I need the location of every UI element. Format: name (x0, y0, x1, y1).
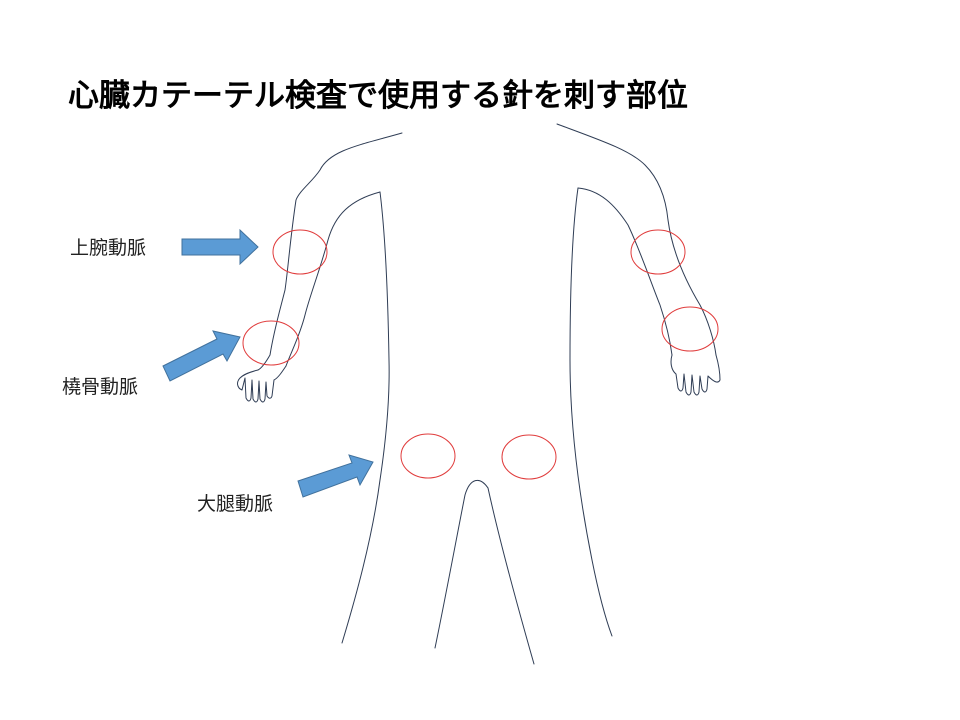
left-hand-outline (237, 365, 287, 403)
right-arm-outer-outline (556, 123, 717, 356)
right-torso-outline (569, 187, 613, 637)
label-radial-artery: 橈骨動脈 (62, 376, 139, 398)
arrow-femoral (297, 454, 374, 498)
page-title: 心臓カテーテル検査で使用する針を刺す部位 (68, 78, 688, 114)
left-femoral-site (400, 433, 456, 479)
body-outline (237, 123, 721, 665)
right-hand-outline (670, 354, 721, 396)
label-femoral-artery: 大腿動脈 (197, 493, 274, 515)
right-radial-site (661, 306, 719, 352)
left-inner-leg-outline (434, 479, 489, 649)
left-arm-inner-outline (285, 191, 381, 367)
right-inner-leg-outline (487, 487, 535, 665)
left-radial-site (242, 320, 300, 366)
puncture-sites (242, 229, 719, 480)
right-femoral-site (501, 434, 557, 480)
arrows (162, 228, 374, 498)
arrow-radial (162, 330, 241, 382)
label-brachial-artery: 上腕動脈 (70, 237, 147, 259)
right-brachial-site (630, 229, 686, 275)
left-torso-outline (341, 191, 390, 644)
left-arm-outer-outline (257, 132, 403, 371)
right-arm-inner-outline (577, 187, 673, 356)
arrow-brachial (181, 228, 259, 266)
left-brachial-site (272, 229, 328, 275)
